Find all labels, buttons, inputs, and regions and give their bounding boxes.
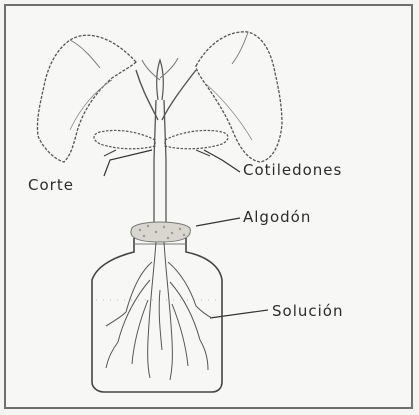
cotton-plug xyxy=(131,222,190,242)
label-solucion: Solución xyxy=(272,302,343,320)
left-leaf xyxy=(37,35,136,162)
corte-pointer xyxy=(104,150,152,176)
label-cotiledones: Cotiledones xyxy=(243,161,342,179)
solucion-pointer xyxy=(210,310,268,318)
bottle xyxy=(92,238,222,392)
label-corte: Corte xyxy=(28,176,74,194)
label-algodon: Algodón xyxy=(243,208,311,226)
algodon-pointer xyxy=(196,218,240,226)
stem xyxy=(154,100,166,230)
cotiledones-pointer xyxy=(204,150,240,172)
right-leaf xyxy=(196,32,282,162)
left-cotyledon xyxy=(94,130,155,148)
right-cotyledon xyxy=(165,130,228,148)
roots xyxy=(106,242,212,380)
